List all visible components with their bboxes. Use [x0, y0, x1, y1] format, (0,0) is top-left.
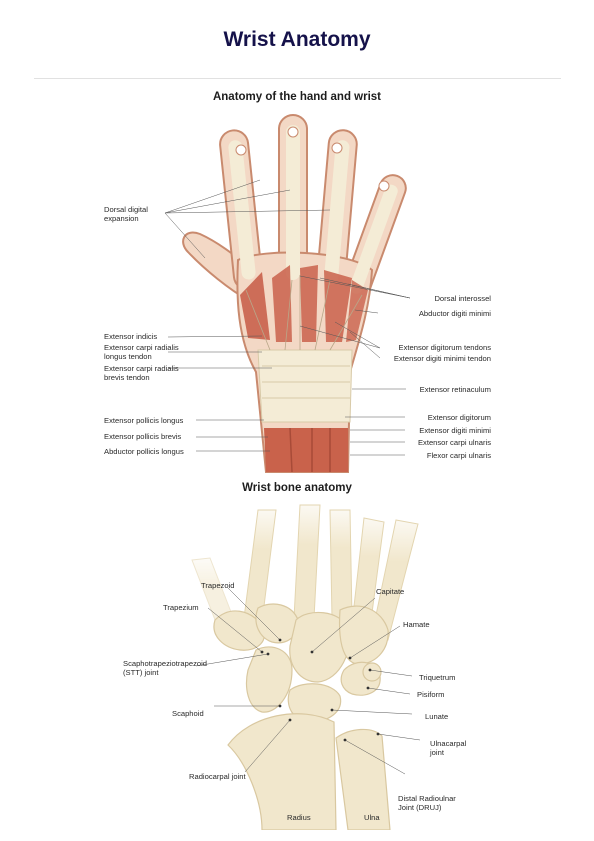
title-divider	[34, 78, 561, 79]
label-stt-joint: Scaphotrapeziotrapezoid (STT) joint	[123, 659, 208, 677]
label-extensor-digitorum-tendons: Extensor digitorum tendons	[398, 343, 491, 352]
metacarpals	[191, 504, 419, 641]
label-druj: Distal Radioulnar Joint (DRUJ)	[398, 794, 456, 812]
label-abductor-digiti-minimi: Abductor digiti minimi	[418, 309, 491, 318]
wrist-retinaculum	[257, 349, 353, 423]
label-ulnacarpal-joint: Ulnacarpal joint	[430, 739, 467, 757]
label-extensor-pollicis-longus: Extensor pollicis longus	[104, 416, 184, 425]
label-dorsal-digital-expansion: Dorsal digital expansion	[104, 205, 148, 223]
label-extensor-carpi-radialis-longus: Extensor carpi radialis longus tendon	[104, 343, 179, 361]
interossei-muscles	[240, 265, 368, 342]
bone-leader-lines	[195, 587, 421, 775]
forearm-bones	[227, 713, 391, 830]
leader-lines	[164, 179, 411, 456]
label-pisiform: Pisiform	[417, 690, 445, 699]
hand-anatomy-title: Anatomy of the hand and wrist	[212, 91, 382, 103]
label-abductor-pollicis-longus: Abductor pollicis longus	[104, 447, 184, 456]
label-extensor-retinaculum: Extensor retinaculum	[419, 385, 491, 394]
label-capitate: Capitate	[376, 587, 405, 596]
wrist-bone-illustration	[191, 504, 421, 830]
label-extensor-carpi-radialis-brevis: Extensor carpi radialis brevis tendon	[104, 364, 179, 382]
hand-illustration	[164, 114, 411, 473]
label-triquetrum: Triquetrum	[419, 673, 456, 682]
label-hamate: Hamate	[403, 620, 430, 629]
label-extensor-digiti-minimi: Extensor digiti minimi	[419, 426, 491, 435]
label-flexor-carpi-ulnaris: Flexor carpi ulnaris	[426, 451, 491, 460]
tendon-lines	[245, 275, 363, 351]
label-dorsal-interossei: Dorsal interossel	[434, 294, 491, 303]
carpal-bones	[213, 603, 389, 723]
label-extensor-carpi-ulnaris: Extensor carpi ulnaris	[417, 438, 491, 447]
forearm-muscles	[264, 427, 348, 473]
label-lunate: Lunate	[425, 712, 449, 721]
finger-tendons	[228, 125, 398, 294]
label-extensor-digitorum: Extensor digitorum	[427, 413, 491, 422]
label-ulna: Ulna	[364, 813, 380, 822]
label-scaphoid: Scaphoid	[172, 709, 204, 718]
label-trapezoid: Trapezoid	[201, 581, 235, 590]
label-radiocarpal-joint: Radiocarpal joint	[189, 772, 246, 781]
label-extensor-indicis: Extensor indicis	[104, 332, 158, 341]
label-trapezium: Trapezium	[163, 603, 199, 612]
label-extensor-digiti-minimi-tendon: Extensor digiti minimi tendon	[393, 354, 491, 363]
wrist-bone-title: Wrist bone anatomy	[242, 482, 352, 494]
bone-landmark-dots	[260, 638, 380, 742]
page-title: Wrist Anatomy	[223, 28, 371, 51]
label-radius: Radius	[287, 813, 311, 822]
label-extensor-pollicis-brevis: Extensor pollicis brevis	[104, 432, 182, 441]
